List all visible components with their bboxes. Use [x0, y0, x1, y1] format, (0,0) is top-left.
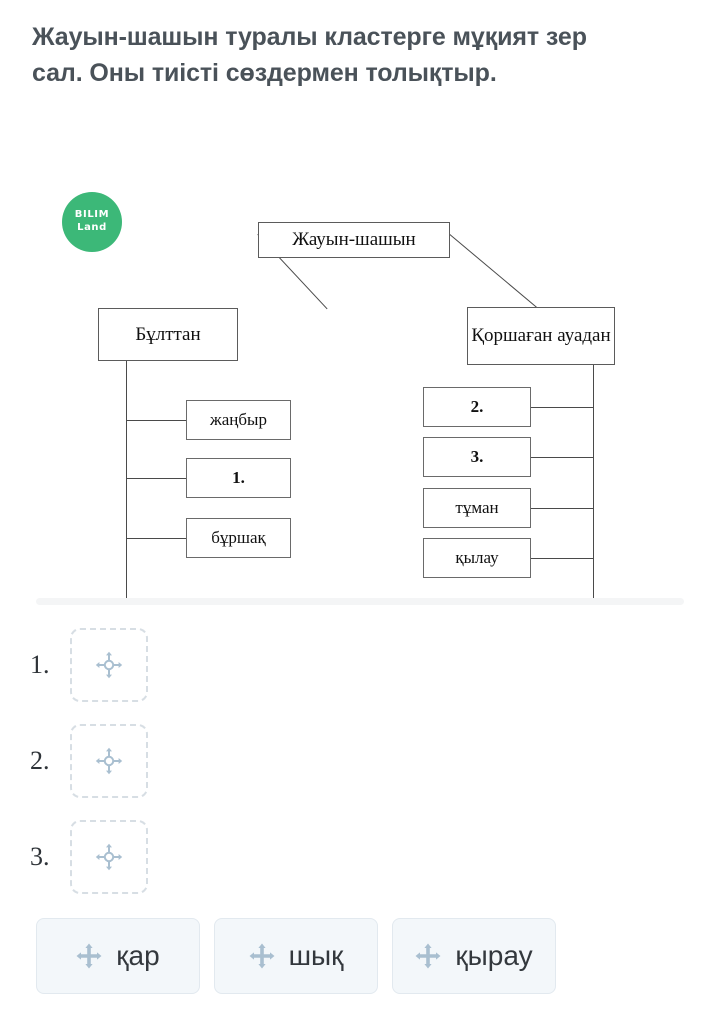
left-spine: [126, 361, 127, 600]
answer-slot-row-3: 3.: [0, 814, 720, 910]
answer-slots-list: 1. 2.: [0, 622, 720, 910]
diagram-leaf-right-1-blank: 2.: [423, 387, 531, 427]
word-chip-2-label: шық: [288, 940, 344, 971]
diagram-node-branch-right: Қоршаған ауадан: [467, 307, 615, 365]
move-arrows-icon: [76, 943, 102, 969]
answer-slot-number-3: 3.: [30, 842, 50, 871]
word-chip-3[interactable]: қырау: [392, 918, 556, 994]
word-chip-1[interactable]: қар: [36, 918, 200, 994]
right-leaf-connector-2: [530, 457, 594, 458]
diagram-node-branch-left-label: Бұлттан: [135, 323, 201, 345]
diagram-leaf-right-1-label: 2.: [470, 397, 484, 417]
diagram-leaf-right-3: тұман: [423, 488, 531, 528]
diagram-leaf-left-1: жаңбыр: [186, 400, 291, 440]
diagram-node-root-label: Жауын-шашын: [292, 229, 416, 251]
question-prompt: Жауын-шашын туралы кластерге мұқият зер …: [32, 23, 587, 87]
word-chip-2[interactable]: шық: [214, 918, 378, 994]
diagram-leaf-left-2-blank: 1.: [186, 458, 291, 498]
connector-root-to-right: [449, 234, 542, 312]
diagram-leaf-left-1-label: жаңбыр: [210, 410, 267, 430]
word-chip-3-label: қырау: [455, 940, 533, 971]
logo-line-2: Land: [77, 222, 107, 233]
move-arrows-icon: [415, 943, 441, 969]
logo-line-1: BILIM: [74, 209, 110, 221]
diagram-node-root: Жауын-шашын: [258, 222, 450, 258]
drop-slot-2[interactable]: [70, 724, 148, 798]
right-leaf-connector-4: [530, 558, 594, 559]
cluster-diagram-region[interactable]: Жауын-шашын Бұлттан Қоршаған ауадан жаңб…: [0, 176, 720, 600]
diagram-leaf-right-2-blank: 3.: [423, 437, 531, 477]
move-arrows-icon: [249, 943, 275, 969]
diagram-horizontal-scrollbar[interactable]: [36, 598, 684, 605]
diagram-leaf-right-2-label: 3.: [470, 447, 484, 467]
right-leaf-connector-3: [530, 508, 594, 509]
drop-slot-3[interactable]: [70, 820, 148, 894]
answer-slot-number-2: 2.: [30, 746, 50, 775]
move-target-icon: [95, 651, 123, 679]
answer-slot-number-1: 1.: [30, 650, 50, 679]
move-target-icon: [95, 843, 123, 871]
diagram-leaf-right-4-label: қылау: [455, 548, 499, 568]
word-chip-1-label: қар: [116, 940, 160, 971]
diagram-leaf-right-4: қылау: [423, 538, 531, 578]
diagram-leaf-left-2-label: 1.: [232, 468, 245, 488]
diagram-node-branch-left: Бұлттан: [98, 308, 238, 361]
left-leaf-connector-1: [126, 420, 186, 421]
right-spine: [593, 365, 594, 600]
diagram-node-branch-right-label: Қоршаған ауадан: [471, 325, 611, 347]
word-bank: қар шық қырау: [36, 918, 556, 994]
diagram-leaf-right-3-label: тұман: [455, 498, 499, 518]
diagram-leaf-left-3-label: бұршақ: [211, 528, 266, 548]
right-leaf-connector-1: [530, 407, 594, 408]
move-target-icon: [95, 747, 123, 775]
left-leaf-connector-3: [126, 538, 186, 539]
answer-slot-row-1: 1.: [0, 622, 720, 718]
answer-slot-row-2: 2.: [0, 718, 720, 814]
left-leaf-connector-2: [126, 478, 186, 479]
diagram-leaf-left-3: бұршақ: [186, 518, 291, 558]
drop-slot-1[interactable]: [70, 628, 148, 702]
bilimland-logo: BILIM Land: [62, 192, 122, 252]
cluster-diagram: Жауын-шашын Бұлттан Қоршаған ауадан жаңб…: [0, 176, 720, 600]
